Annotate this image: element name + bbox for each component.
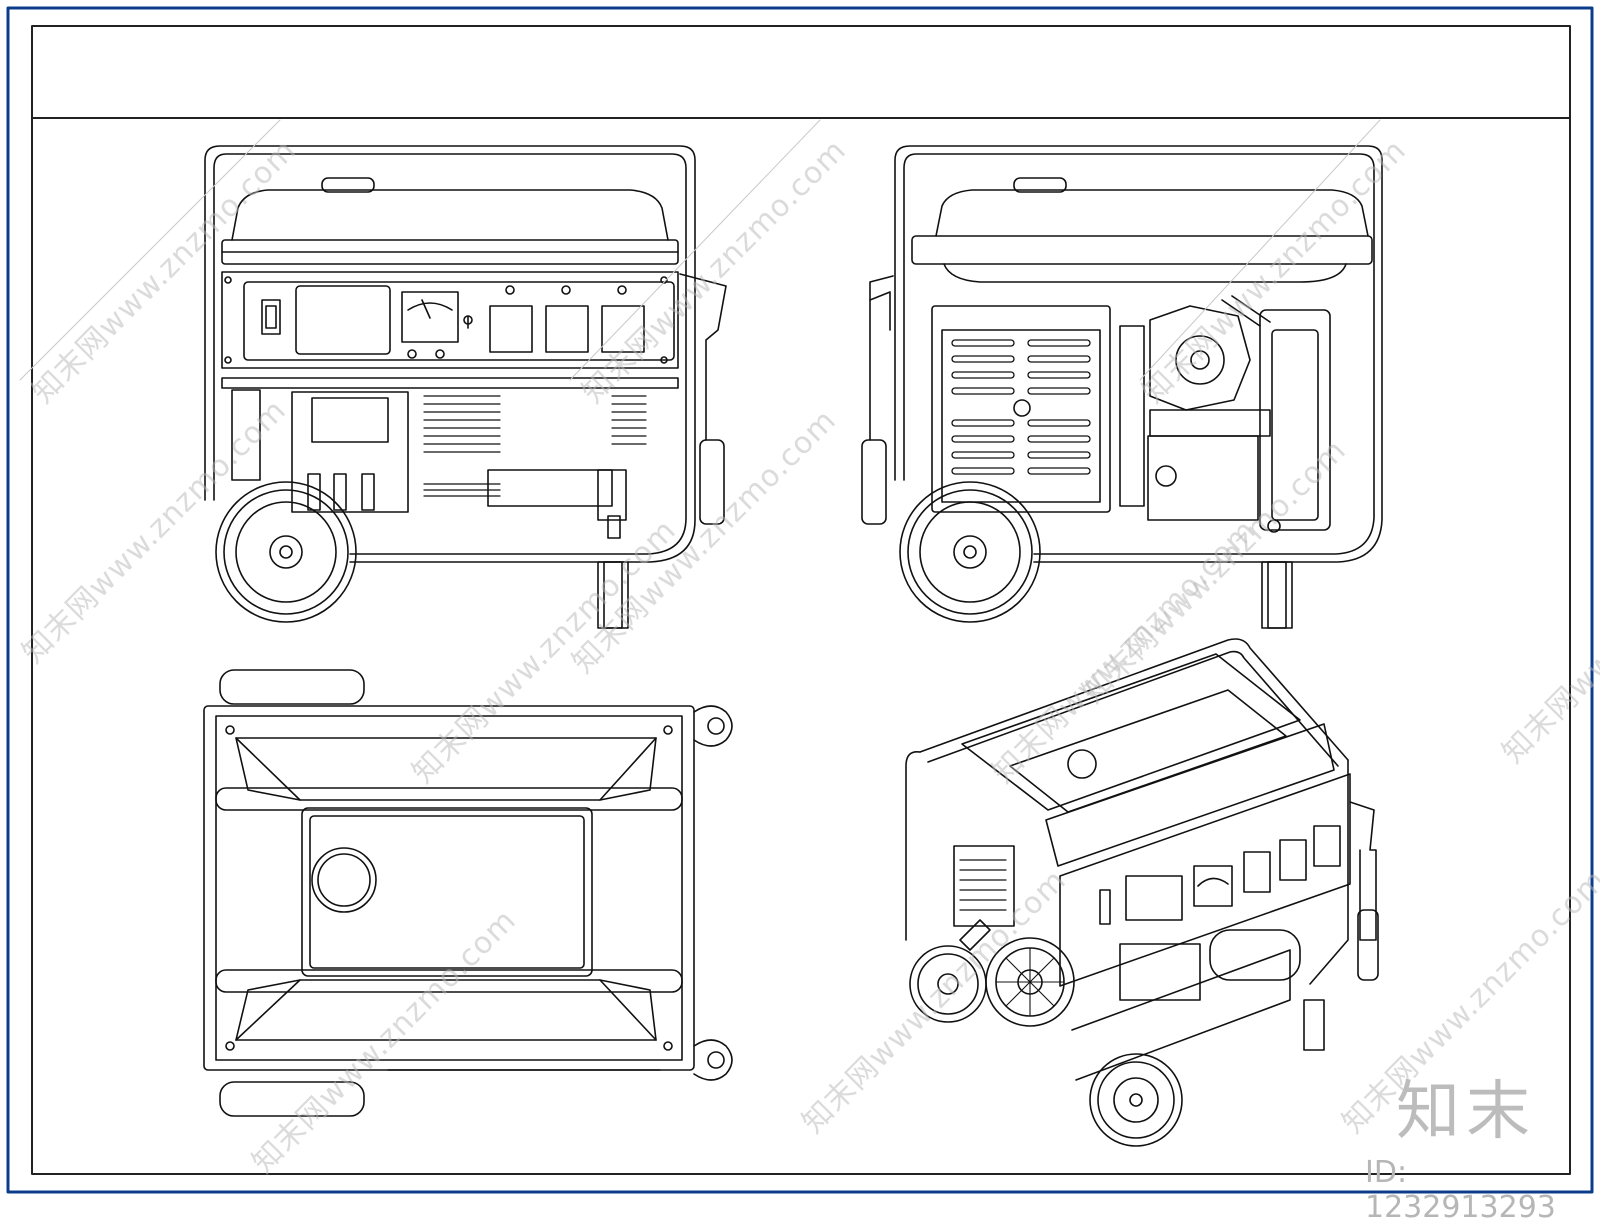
side-view [861, 145, 1383, 629]
front-view [204, 145, 727, 629]
brand-logo-text: 知末 [1396, 1075, 1536, 1149]
inner-border [31, 25, 1571, 1175]
outer-border [6, 6, 1594, 1194]
isometric-view [905, 638, 1379, 1147]
top-view [203, 669, 733, 1117]
watermark-stamps [19, 119, 1381, 381]
image-id-label: ID: 1232913293 [1365, 1155, 1556, 1225]
drawing-sheet [6, 6, 1594, 1194]
